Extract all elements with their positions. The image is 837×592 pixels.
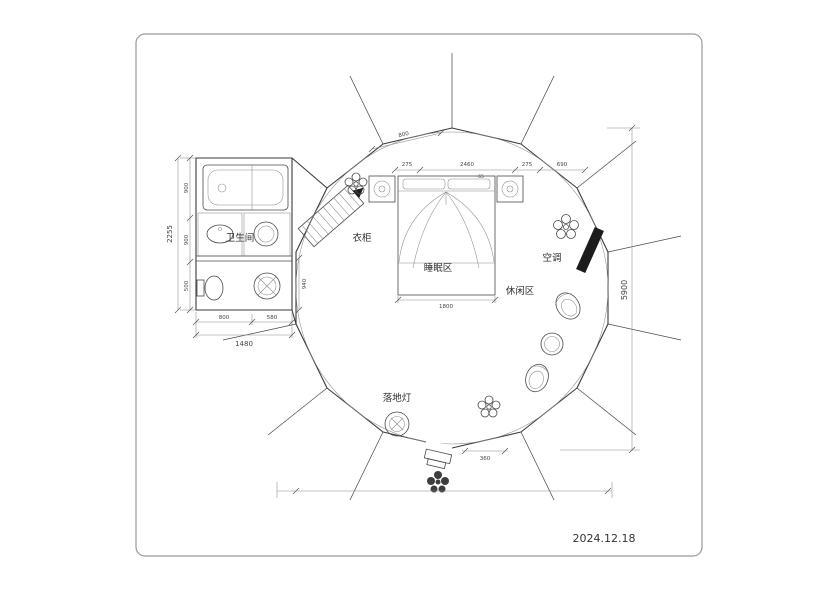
label-bathroom: 卫生间 [226, 232, 255, 244]
bathroom-annex [195, 157, 328, 325]
dim-bottom-line [276, 482, 613, 498]
shower [253, 272, 281, 300]
dim-bathroom-bottom: 800 580 1480 [192, 312, 296, 348]
dim-top-edge: 800 [368, 129, 445, 153]
label-ac: 空调 [542, 252, 561, 264]
dim-left-seg3-text: 500 [184, 280, 190, 291]
dim-360-text: 360 [480, 456, 491, 462]
sheet-border [135, 33, 703, 557]
bathroom-divider-wall [196, 255, 292, 262]
dim-left-seg2-text: 900 [184, 234, 190, 245]
dim-left-segments: 900 900 500 [184, 154, 194, 314]
dim-left-seg1-text: 900 [184, 182, 190, 193]
dim-top-chain: 275 2460 65 275 690 [391, 162, 589, 180]
pillow-right [447, 178, 491, 190]
dim-bath-total-text: 1480 [235, 340, 253, 348]
dim-top-800-text: 800 [398, 131, 410, 139]
canopy-arcs [398, 191, 495, 269]
ac-unit [576, 226, 604, 274]
dim-65-text: 65 [478, 174, 484, 180]
pillow-left [402, 178, 446, 190]
date-text: 2024.12.18 [573, 532, 636, 545]
dim-2460-text: 2460 [460, 162, 474, 168]
dim-left-total: 2255 [166, 154, 196, 314]
plant-icon-bottom [477, 395, 501, 418]
tent-inner-circle [295, 131, 609, 445]
dim-690-text: 690 [557, 162, 568, 168]
nightstand-right [496, 175, 524, 203]
plant-icon-top-left [344, 172, 368, 195]
dim-left-total-text: 2255 [166, 225, 174, 243]
label-leisure-area: 休闲区 [506, 285, 535, 297]
dim-bed-width: 1800 [394, 296, 499, 310]
label-floor-lamp: 落地灯 [383, 392, 412, 404]
plant-icon-right [553, 214, 579, 239]
entrance-opening [425, 440, 453, 450]
side-table [540, 332, 564, 356]
wardrobe-arrow-icon [352, 187, 364, 199]
dim-bathroom-right: 940 [295, 254, 308, 314]
dim-940-text: 940 [302, 278, 308, 289]
nightstand-left [368, 175, 396, 203]
lounge-chair-1 [554, 292, 581, 320]
label-sleeping-area: 睡眠区 [424, 262, 453, 274]
wardrobe-hatch [297, 184, 365, 248]
dim-bath-800-text: 800 [219, 315, 230, 321]
dim-1800-text: 1800 [439, 304, 453, 310]
dim-bath-580-text: 580 [267, 315, 278, 321]
toilet [196, 275, 224, 301]
bed [397, 175, 496, 296]
dim-diameter: 5900 [560, 124, 640, 454]
label-wardrobe: 衣柜 [352, 232, 372, 244]
dim-5900-text: 5900 [620, 280, 629, 300]
entrance-figure [427, 471, 449, 493]
entrance-step [423, 448, 453, 470]
dim-275a-text: 275 [402, 162, 413, 168]
roof-beam-lines [222, 53, 682, 501]
dim-275b-text: 275 [522, 162, 533, 168]
floor-lamp-icon [384, 411, 410, 437]
lounge-chair-2 [525, 363, 550, 393]
dim-entrance: 360 [461, 447, 509, 462]
washing-machine [243, 212, 291, 257]
bathtub [202, 164, 289, 211]
